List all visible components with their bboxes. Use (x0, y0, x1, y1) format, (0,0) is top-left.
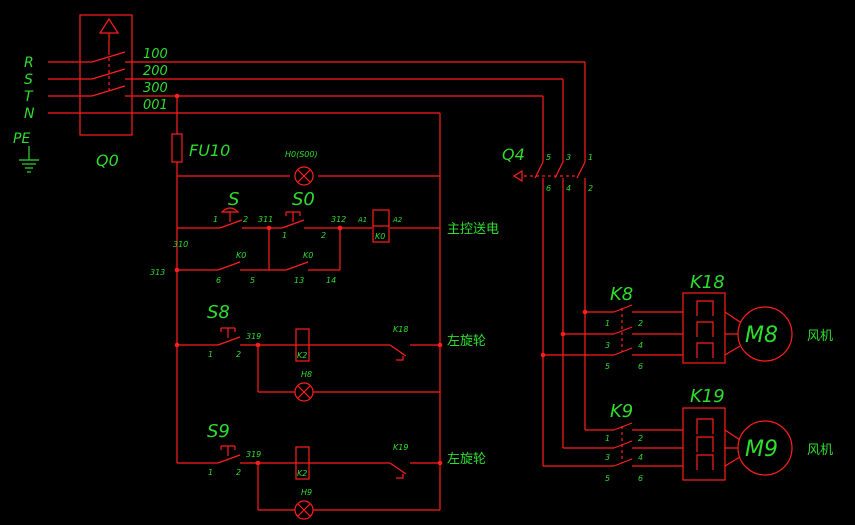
node-312: 312 (331, 215, 346, 224)
s8-pin-2: 2 (236, 350, 241, 359)
lamp-h8-label: H8 (301, 370, 312, 379)
pin-1-s: 1 (213, 215, 218, 224)
fan-branch-1: S8 1 2 319 K2 K18 H8 左旋轮 (174, 302, 486, 402)
power-indicator-lamp: H0(S00) (285, 150, 318, 186)
lamp-h0-label: H0(S00) (285, 150, 318, 159)
q4-pin-3: 3 (566, 153, 571, 162)
node-319-b: 319 (246, 450, 261, 459)
pin-1-s0: 1 (282, 231, 287, 240)
fan-branch-1-text: 左旋轮 (447, 334, 486, 349)
s9-pin-2: 2 (236, 468, 241, 477)
thermal-k18-label: K18 (690, 272, 725, 293)
motor-m8-label: M8 (745, 323, 778, 348)
stop-button-label: S0 (292, 189, 315, 210)
wire-number-001: 001 (143, 98, 168, 113)
contactor-k9-label: K9 (610, 401, 633, 422)
motor-m8-desc: 风机 (807, 329, 833, 344)
motor-group-m8: K8 K18 M8 风机 1 2 3 4 5 6 (540, 272, 833, 371)
wire-number-200: 200 (143, 64, 168, 79)
pin-14: 14 (326, 276, 336, 285)
node-311: 311 (258, 215, 273, 224)
s8-pin-1: 1 (208, 350, 213, 359)
k0-aux-label-2: K0 (303, 251, 313, 260)
pin-13: 13 (294, 276, 304, 285)
motor-m9-label: M9 (745, 437, 778, 462)
relay-a2: A2 (392, 216, 403, 224)
k9-pin-6: 6 (638, 474, 643, 483)
q4-pin-2: 2 (588, 184, 593, 193)
phase-s-label: S (24, 72, 33, 88)
q4-pin-6: 6 (546, 184, 551, 193)
node-310: 310 (173, 240, 188, 249)
node-319-a: 319 (246, 332, 261, 341)
pe-ground: PE (13, 131, 39, 173)
node-313: 313 (150, 268, 165, 277)
k8-pin-5: 5 (605, 362, 610, 371)
k9-pin-1: 1 (605, 434, 610, 443)
pin-6: 6 (216, 276, 221, 285)
k8-pin-3: 3 (605, 341, 610, 350)
k9-pin-4: 4 (638, 453, 643, 462)
q4-pin-4: 4 (566, 184, 571, 193)
pin-2-s0: 2 (321, 231, 326, 240)
overload-k18-aux: K18 (393, 325, 408, 334)
switch-s9-label: S9 (207, 421, 230, 442)
relay-k2-a: K2 (297, 351, 307, 360)
wire-number-300: 300 (143, 81, 168, 96)
fuse-fu10-label: FU10 (189, 141, 230, 160)
fan-branch-2: S9 1 2 319 K2 K19 H9 左旋轮 (177, 421, 486, 520)
fuse-fu10: FU10 (171, 133, 230, 163)
neutral-n-label: N (24, 106, 35, 122)
k8-pin-1: 1 (605, 319, 610, 328)
overload-k19-aux: K19 (393, 443, 408, 452)
fan-branch-2-text: 左旋轮 (447, 452, 486, 467)
relay-a1: A1 (357, 216, 367, 224)
pin-5: 5 (250, 276, 255, 285)
start-button-label: S (228, 189, 239, 210)
lamp-h9-label: H9 (301, 488, 312, 497)
switch-s8-label: S8 (207, 302, 230, 323)
wire-number-100: 100 (143, 47, 168, 62)
k8-pin-2: 2 (638, 319, 643, 328)
k9-pin-3: 3 (605, 453, 610, 462)
control-rails (174, 93, 441, 510)
breaker-q0: Q0 100 200 300 001 (79, 14, 585, 170)
s9-pin-1: 1 (208, 468, 213, 477)
thermal-k19-label: K19 (690, 386, 725, 407)
breaker-q0-label: Q0 (96, 151, 119, 170)
main-relay-row: S S0 1 2 1 2 311 312 310 313 A1 A2 K0 K0… (150, 189, 499, 285)
disconnect-q4-label: Q4 (502, 145, 525, 164)
k9-pin-5: 5 (605, 474, 610, 483)
k8-pin-4: 4 (638, 341, 643, 350)
main-relay-k0-label: K0 (375, 232, 385, 241)
phase-r-label: R (24, 55, 34, 71)
k0-aux-label-1: K0 (236, 251, 246, 260)
k8-pin-6: 6 (638, 362, 643, 371)
motor-m9-desc: 风机 (807, 443, 833, 458)
k9-pin-2: 2 (638, 434, 643, 443)
pin-2-s: 2 (243, 215, 248, 224)
q4-pin-1: 1 (588, 153, 593, 162)
contactor-k8-label: K8 (610, 284, 633, 305)
mains-inputs: R S T N (24, 55, 175, 122)
main-power-text: 主控送电 (447, 222, 499, 237)
q4-pin-5: 5 (546, 153, 551, 162)
motor-group-m9: K9 K19 M9 风机 1 2 3 4 5 6 (543, 386, 833, 483)
phase-t-label: T (24, 89, 34, 105)
pe-label: PE (13, 131, 30, 147)
disconnect-q4: Q4 5 3 1 6 4 2 (502, 62, 593, 466)
relay-k2-b: K2 (297, 469, 307, 478)
